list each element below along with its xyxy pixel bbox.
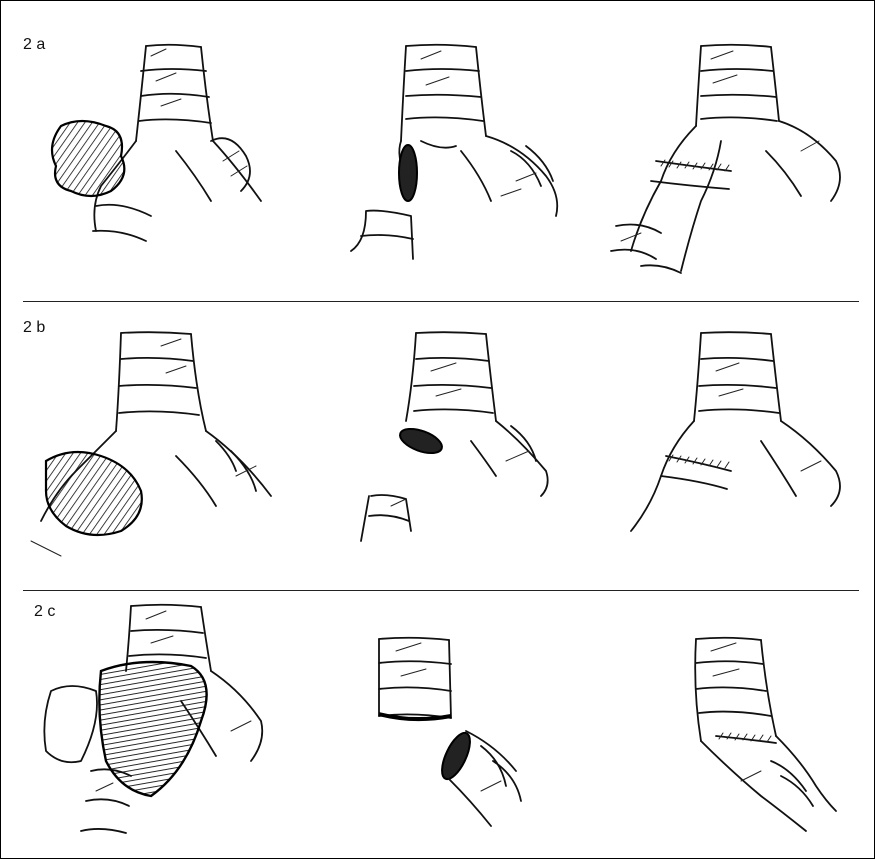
sketch-2a-2	[351, 45, 557, 259]
sketch-2b-2	[361, 332, 548, 541]
sketch-2c-2	[379, 638, 521, 826]
sketch-2b-3	[631, 332, 840, 531]
sketch-2c-1	[44, 605, 262, 833]
sketch-2b-1	[31, 332, 271, 556]
sketch-2a-1	[52, 45, 261, 241]
sketch-2c-3	[695, 638, 836, 831]
sketch-2a-3	[611, 45, 840, 273]
